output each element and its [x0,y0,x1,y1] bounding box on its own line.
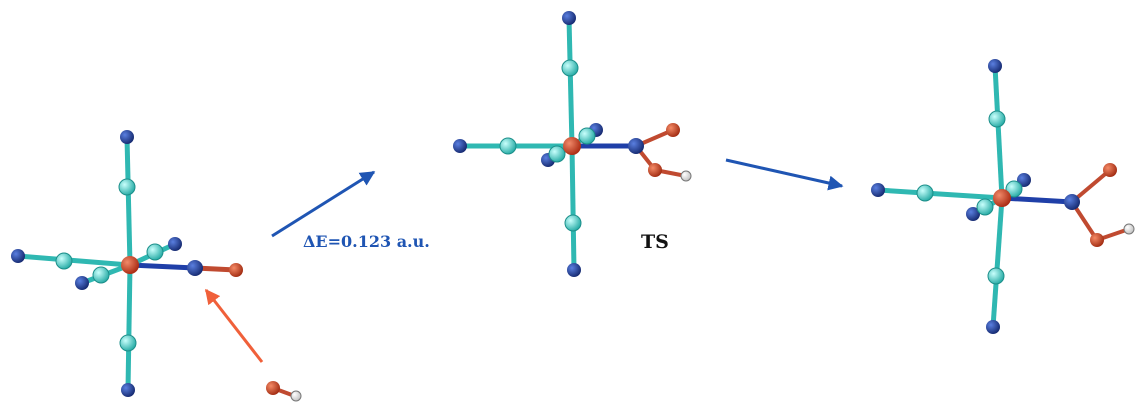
forward-arrow-1 [271,170,376,238]
energy-label: ΔE=0.123 a.u. [303,232,430,251]
ts-molecule [453,11,692,277]
forward-arrow-2 [725,158,844,191]
reactant-molecule [11,130,302,402]
approach-arrow [204,288,264,363]
ts-label: TS [641,231,669,253]
product-molecule [871,59,1135,334]
